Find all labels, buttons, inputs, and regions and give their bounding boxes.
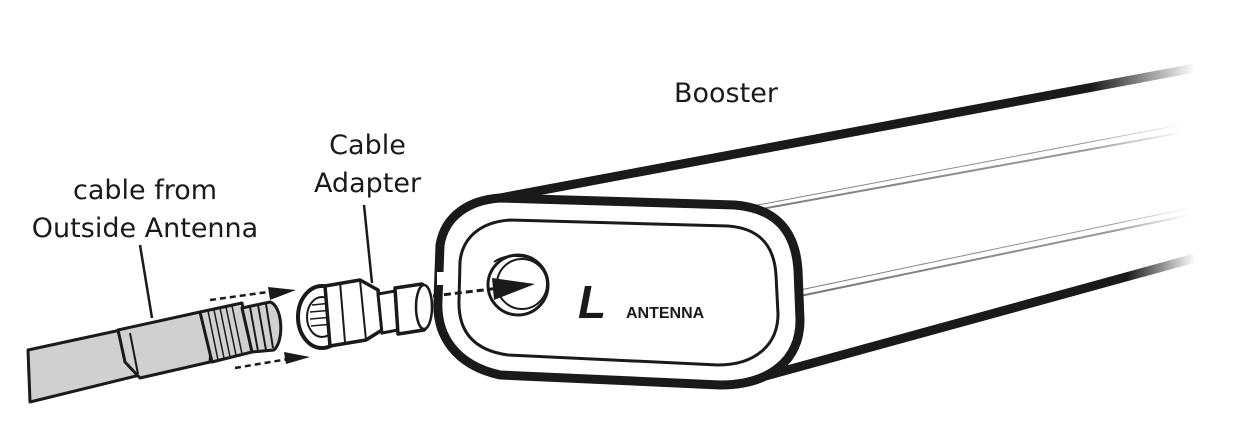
booster-unit [433,63,1200,390]
logo-mark: L [578,276,606,328]
booster-side-line-2 [799,207,1191,291]
cable-to-adapter-arrows [209,287,310,370]
booster-end-cap-face [457,218,780,367]
cable-leader-line [138,244,154,319]
logo-text: ANTENNA [626,305,705,322]
cable-adapter-label: Cable Adapter [300,127,435,203]
booster-bottom-edge [735,253,1200,388]
antenna-cable-label-line-2: Outside Antenna [31,213,259,244]
adapter-to-booster-arrow [432,278,535,300]
cable-adapter-label-line-2: Adapter [313,168,422,199]
adapter-leader-line [362,204,374,284]
booster-label: Booster [674,75,778,113]
antenna-cable [26,300,283,404]
cable-adapter-label-line-1: Cable [329,130,406,161]
booster-top-edge [495,63,1200,203]
antenna-cable-label: cable from Outside Antenna [10,172,280,248]
booster-side-line [799,214,1191,297]
antenna-cable-label-line-1: cable from [72,175,218,206]
adapter-hex-nut [323,278,384,348]
booster-top-bevel-line-2 [699,123,1186,217]
booster-label-text: Booster [674,78,778,109]
antenna-logo: L ANTENNA [578,276,705,328]
booster-top-bevel-line [689,131,1186,223]
cable-adapter [296,278,434,350]
